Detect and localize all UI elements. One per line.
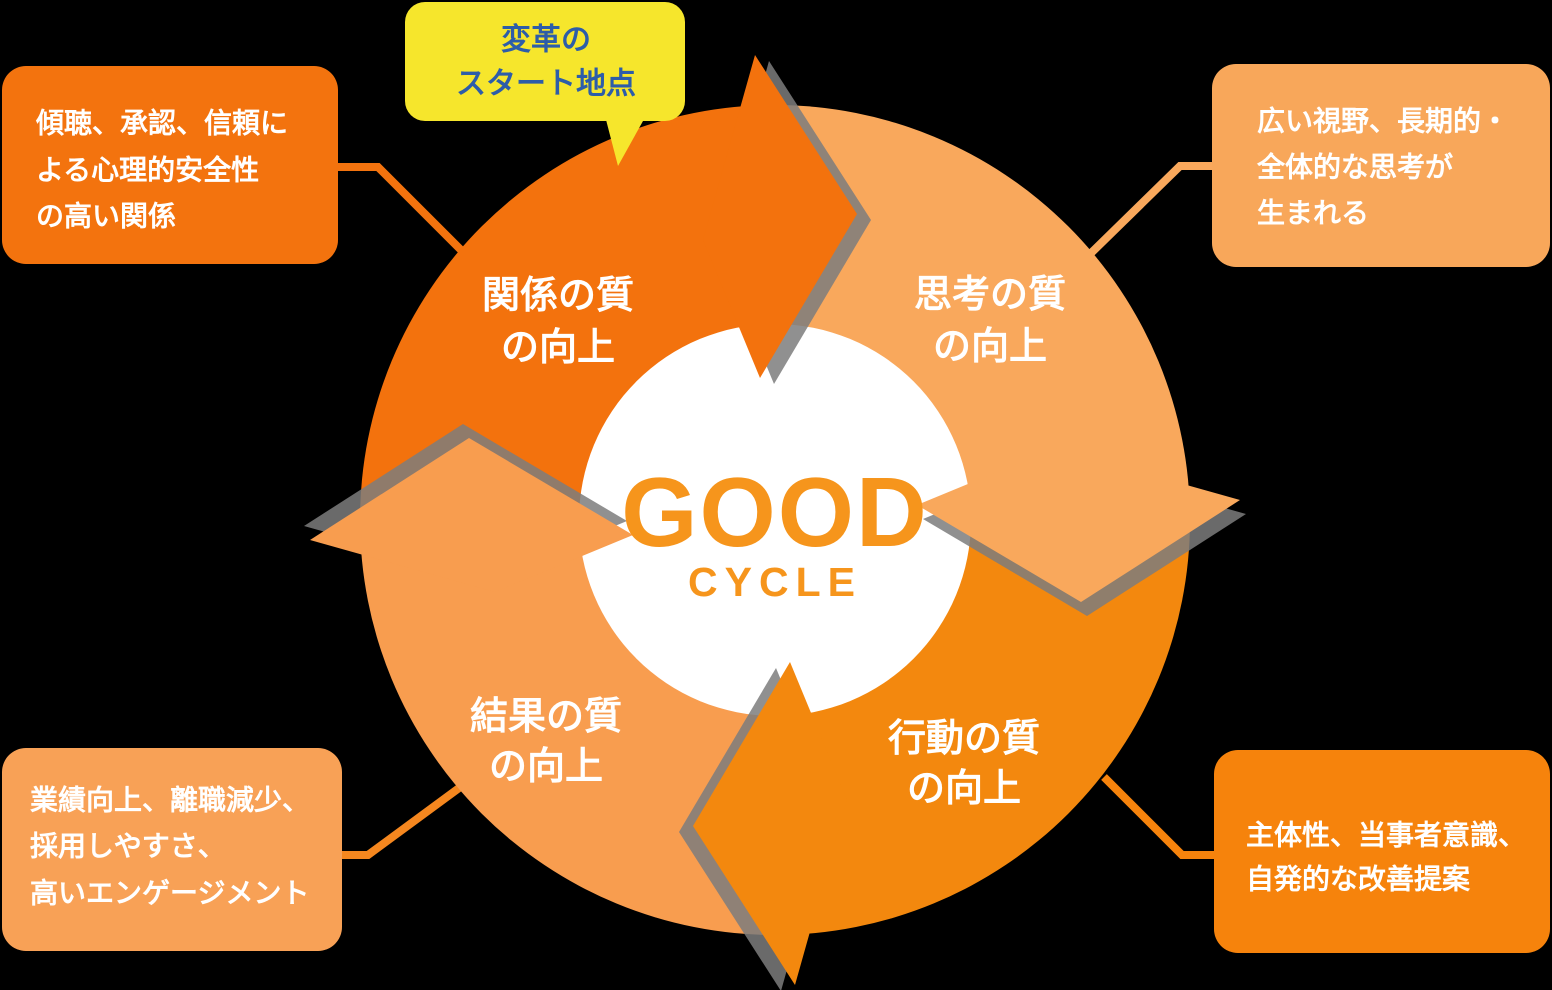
callout-boxes: 傾聴、承認、信頼に よる心理的安全性 の高い関係 広い視野、長期的・ 全体的な思… bbox=[2, 64, 1550, 953]
connector-bottom-left bbox=[342, 773, 477, 859]
callout-bottom-right-line1: 主体性、当事者意識、 bbox=[1246, 819, 1526, 851]
center-subtitle: CYCLE bbox=[688, 559, 862, 605]
callout-bottom-right-line2: 自発的な改善提案 bbox=[1246, 863, 1471, 895]
segment-label-action-line2: の向上 bbox=[907, 768, 1021, 810]
arrow-heads bbox=[310, 55, 1240, 985]
callout-bottom-left-line1: 業績向上、離職減少、 bbox=[30, 784, 310, 816]
segment-label-result-line1: 結果の質 bbox=[470, 696, 622, 738]
callout-top-left-line1: 傾聴、承認、信頼に bbox=[35, 107, 288, 139]
segment-label-relationship-line1: 関係の質 bbox=[482, 275, 634, 317]
callout-top-left-line3: の高い関係 bbox=[36, 201, 176, 232]
segment-label-thinking-line1: 思考の質 bbox=[914, 274, 1066, 316]
start-bubble-tail bbox=[604, 112, 648, 166]
callout-top-left-line2: よる心理的安全性 bbox=[36, 154, 259, 186]
connector-top-right bbox=[1083, 162, 1212, 261]
callout-box-bottom-left bbox=[2, 748, 342, 951]
arrow-head-top bbox=[703, 55, 857, 378]
start-bubble: 変革の スタート地点 bbox=[405, 2, 685, 166]
connector-bottom-right bbox=[1101, 774, 1214, 859]
callout-top-right-line1: 広い視野、長期的・ bbox=[1257, 105, 1509, 137]
callout-connectors bbox=[338, 162, 1214, 859]
callout-bottom-left-line3: 高いエンゲージメント bbox=[30, 878, 309, 909]
center-circle bbox=[579, 324, 971, 716]
segment-labels: 関係の質 の向上 思考の質 の向上 行動の質 の向上 結果の質 の向上 bbox=[470, 274, 1066, 810]
center-title: GOOD bbox=[621, 457, 928, 567]
segment-label-thinking-line2: の向上 bbox=[933, 326, 1047, 368]
start-bubble-line2: スタート地点 bbox=[456, 68, 636, 101]
segment-label-result-line2: の向上 bbox=[489, 746, 603, 788]
arrow-head-bottom bbox=[693, 662, 847, 985]
start-bubble-line1: 変革の bbox=[501, 23, 591, 57]
arrow-head-right bbox=[917, 448, 1240, 602]
segment-label-action-line1: 行動の質 bbox=[888, 718, 1040, 760]
callout-box-bottom-right bbox=[1214, 750, 1550, 953]
segment-label-relationship-line2: の向上 bbox=[501, 327, 615, 369]
callout-box-top-right bbox=[1212, 64, 1550, 267]
callout-top-right-line2: 全体的な思考が bbox=[1256, 151, 1453, 183]
connector-top-left bbox=[338, 163, 477, 266]
callout-bottom-left-line2: 採用しやすさ、 bbox=[30, 831, 226, 862]
callout-box-top-left bbox=[2, 66, 338, 264]
start-bubble-box bbox=[405, 2, 685, 121]
callout-top-right-line3: 生まれる bbox=[1257, 198, 1369, 229]
arrow-head-left bbox=[310, 438, 633, 592]
